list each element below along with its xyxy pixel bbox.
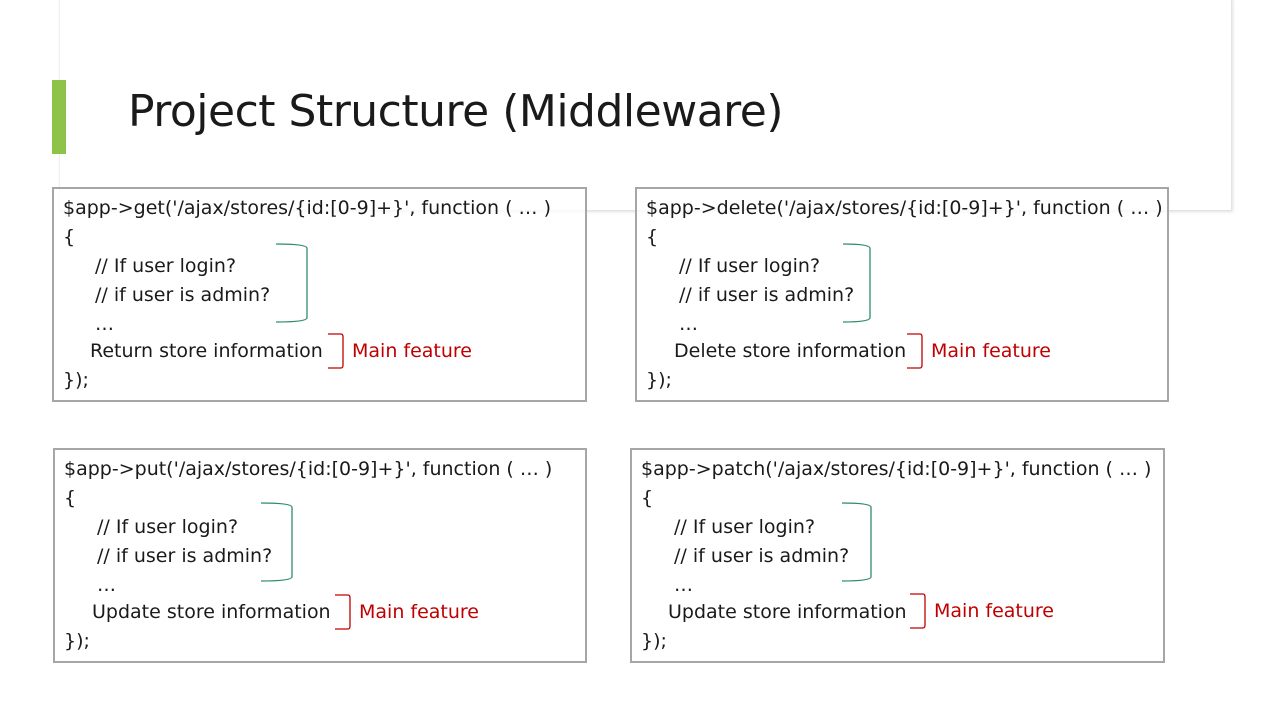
code-comment-login: // If user login? (97, 516, 239, 538)
code-main-feature-text: Delete store information (674, 340, 907, 362)
code-comment-admin: // if user is admin? (97, 545, 273, 567)
middleware-bracket (275, 243, 308, 323)
code-ellipsis: … (97, 574, 116, 596)
title-panel (59, 0, 1232, 211)
middleware-bracket (842, 243, 871, 323)
code-comment-login: // If user login? (95, 255, 237, 277)
accent-bar (52, 80, 66, 154)
code-open-brace: { (641, 487, 654, 509)
code-ellipsis: … (679, 313, 698, 335)
code-box-put: $app->put('/ajax/stores/{id:[0-9]+}', fu… (53, 448, 587, 663)
code-close-brace: }); (64, 630, 90, 652)
code-header: $app->get('/ajax/stores/{id:[0-9]+}', fu… (63, 197, 551, 219)
code-header: $app->put('/ajax/stores/{id:[0-9]+}', fu… (64, 458, 553, 480)
code-comment-login: // If user login? (674, 516, 816, 538)
code-close-brace: }); (646, 369, 672, 391)
code-comment-admin: // if user is admin? (679, 284, 855, 306)
code-close-brace: }); (641, 630, 667, 652)
code-main-feature-text: Return store information (90, 340, 323, 362)
code-box-delete: $app->delete('/ajax/stores/{id:[0-9]+}',… (635, 187, 1169, 402)
code-box-patch: $app->patch('/ajax/stores/{id:[0-9]+}', … (630, 448, 1165, 663)
code-header: $app->delete('/ajax/stores/{id:[0-9]+}',… (646, 197, 1163, 219)
main-feature-label: Main feature (352, 340, 472, 362)
main-feature-bracket (335, 594, 351, 630)
middleware-bracket (841, 502, 872, 582)
code-comment-admin: // if user is admin? (95, 284, 271, 306)
main-feature-label: Main feature (931, 340, 1051, 362)
code-box-get: $app->get('/ajax/stores/{id:[0-9]+}', fu… (52, 187, 587, 402)
code-header: $app->patch('/ajax/stores/{id:[0-9]+}', … (641, 458, 1152, 480)
main-feature-bracket (910, 593, 926, 629)
main-feature-bracket (907, 333, 923, 369)
code-comment-login: // If user login? (679, 255, 821, 277)
middleware-bracket (260, 502, 293, 582)
code-ellipsis: … (95, 313, 114, 335)
code-main-feature-text: Update store information (92, 601, 331, 623)
code-open-brace: { (646, 226, 659, 248)
code-main-feature-text: Update store information (668, 601, 907, 623)
code-open-brace: { (63, 226, 76, 248)
main-feature-label: Main feature (934, 600, 1054, 622)
code-ellipsis: … (674, 574, 693, 596)
main-feature-label: Main feature (359, 601, 479, 623)
slide-title: Project Structure (Middleware) (128, 86, 784, 137)
code-close-brace: }); (63, 369, 89, 391)
code-open-brace: { (64, 487, 77, 509)
code-comment-admin: // if user is admin? (674, 545, 850, 567)
main-feature-bracket (328, 333, 344, 369)
